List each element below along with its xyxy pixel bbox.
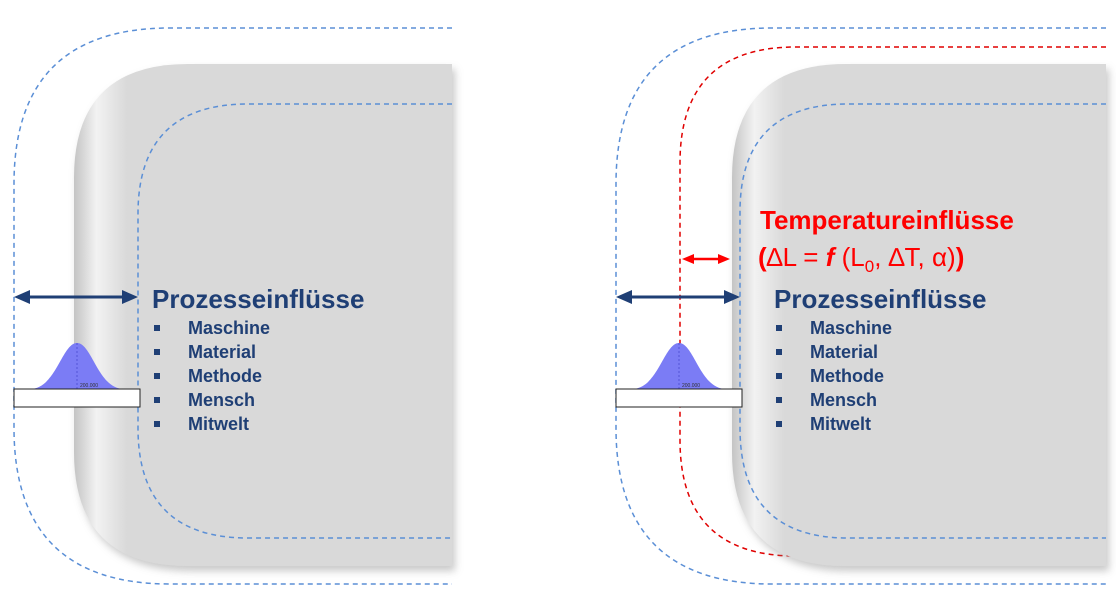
process-list: Maschine Material Methode Mensch Mitwelt: [154, 316, 270, 436]
distribution-curve: [632, 343, 726, 389]
formula-function: f: [825, 242, 835, 272]
list-item: Maschine: [776, 316, 892, 340]
left-panel: 200.000 Prozesseinflüsse Maschine Materi…: [13, 27, 452, 585]
formula-subscript: 0: [864, 257, 875, 277]
list-item: Material: [776, 340, 892, 364]
list-item: Mitwelt: [154, 412, 270, 436]
temperature-formula: (∆L = f (L0, ∆T, α)): [758, 242, 964, 277]
list-item: Mensch: [154, 388, 270, 412]
formula-args-rest: , ∆T, α): [874, 242, 956, 272]
inner-tolerance-line: [137, 103, 452, 539]
list-item: Maschine: [154, 316, 270, 340]
workpiece-shape: [74, 64, 452, 566]
red-arrowhead-left: [682, 254, 694, 264]
process-title: Prozesseinflüsse: [152, 284, 365, 314]
formula-open-paren: (: [758, 242, 767, 272]
workpiece-shape: [732, 64, 1106, 566]
process-title: Prozesseinflüsse: [774, 284, 987, 314]
left-diagram: [13, 27, 452, 585]
formula-args-open: (L: [834, 242, 865, 272]
list-item: Methode: [154, 364, 270, 388]
formula-close-paren: ): [955, 242, 965, 272]
arrowhead-right: [122, 290, 138, 304]
outer-tolerance-line: [13, 27, 452, 585]
list-item: Mitwelt: [776, 412, 892, 436]
list-item: Mensch: [776, 388, 892, 412]
distribution-label: 200.000: [682, 383, 701, 389]
right-diagram: [615, 27, 1106, 585]
red-arrowhead-right: [718, 254, 730, 264]
process-list: Maschine Material Methode Mensch Mitwelt: [776, 316, 892, 436]
list-item: Methode: [776, 364, 892, 388]
right-panel: 200.000 Temperatureinflüsse (∆L = f (L0,…: [558, 0, 1116, 612]
formula-delta-l: ∆L =: [766, 242, 826, 272]
distribution-label: 200.000: [80, 383, 99, 389]
arrowhead-right: [724, 290, 740, 304]
arrowhead-left: [616, 290, 632, 304]
inner-tolerance-line: [739, 103, 1106, 539]
list-item: Material: [154, 340, 270, 364]
distribution-curve: [30, 343, 124, 389]
arrowhead-left: [14, 290, 30, 304]
distribution-box: [13, 388, 141, 408]
temperature-title: Temperatureinflüsse: [760, 205, 1014, 235]
distribution-box: [615, 388, 743, 408]
